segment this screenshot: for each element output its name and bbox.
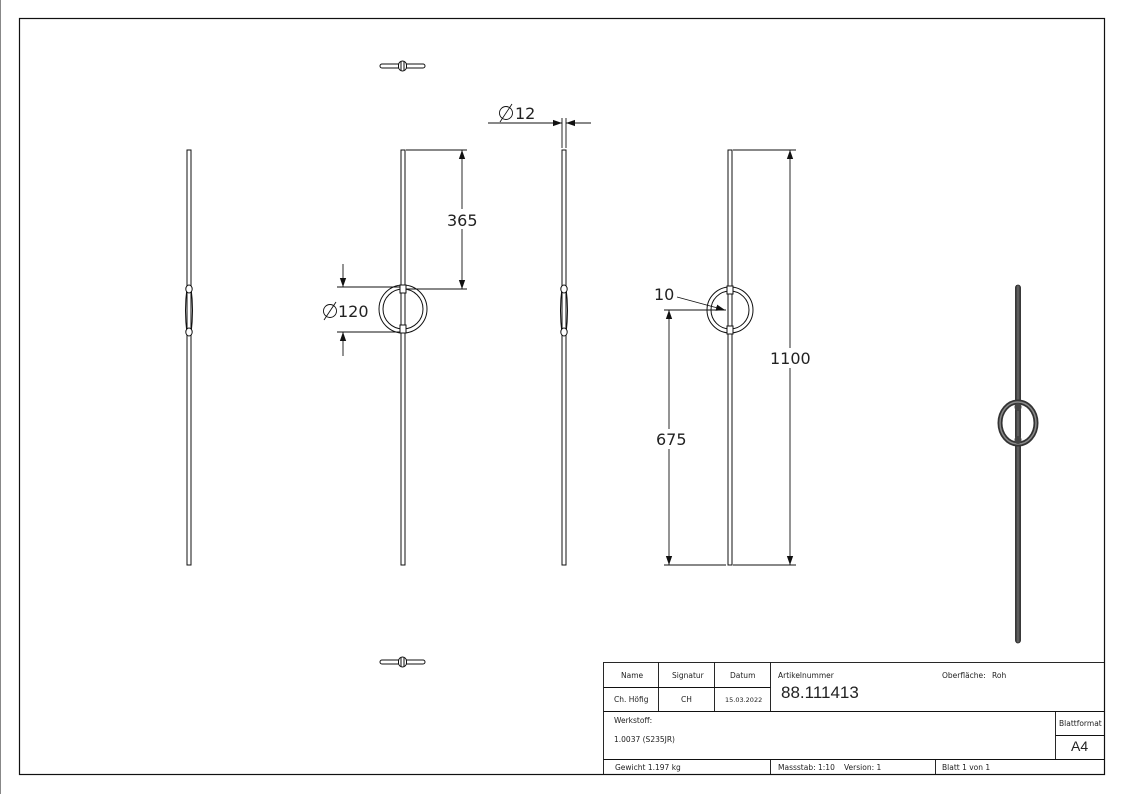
version: Version: 1 [844, 763, 882, 772]
dimension-ring-wire [676, 296, 726, 311]
blatt: Blatt 1 von 1 [942, 763, 991, 772]
top-view-top [379, 60, 426, 72]
top-to-ring-label: 365 [447, 211, 478, 230]
signatur-value: CH [681, 695, 692, 704]
gewicht: Gewicht 1.197 kg [615, 763, 681, 772]
datum-header: Datum [730, 671, 756, 680]
artikelnummer-value: 88.111413 [781, 683, 859, 702]
oberflaeche-value: Roh [992, 671, 1007, 680]
artikelnummer-label: Artikelnummer [778, 671, 834, 680]
werkstoff-label: Werkstoff: [614, 716, 653, 725]
dimension-rod-diameter [488, 103, 591, 148]
werkstoff-value: 1.0037 (S235JR) [614, 735, 675, 744]
side-view-left [185, 149, 193, 566]
ring-diameter-label: 120 [338, 302, 369, 321]
title-block-grid [603, 662, 1105, 775]
name-value: Ch. Höfig [614, 695, 649, 704]
dimension-top-to-ring [406, 149, 467, 290]
front-view-dimensioned [706, 149, 754, 566]
dimension-total-length [733, 149, 796, 566]
massstab: Massstab: 1:10 [778, 763, 835, 772]
isometric-view [997, 284, 1039, 644]
side-view-middle [560, 149, 568, 566]
sheet-frame [18, 17, 1106, 776]
bottom-to-ring-label: 675 [656, 430, 687, 449]
top-view-bottom [379, 656, 426, 668]
oberflaeche-label: Oberfläche: [942, 671, 986, 680]
rod-diameter-label: 12 [515, 104, 535, 123]
dimension-ring-diameter [323, 264, 400, 356]
datum-value: 15.03.2022 [725, 696, 763, 704]
ring-wire-label: 10 [654, 285, 674, 304]
total-length-label: 1100 [770, 349, 811, 368]
dimension-bottom-to-ring [664, 309, 726, 566]
blattformat-value: A4 [1071, 738, 1089, 754]
name-header: Name [621, 671, 644, 680]
front-view-ring [378, 149, 428, 566]
signatur-header: Signatur [672, 671, 704, 680]
blattformat-label: Blattformat [1059, 719, 1102, 728]
